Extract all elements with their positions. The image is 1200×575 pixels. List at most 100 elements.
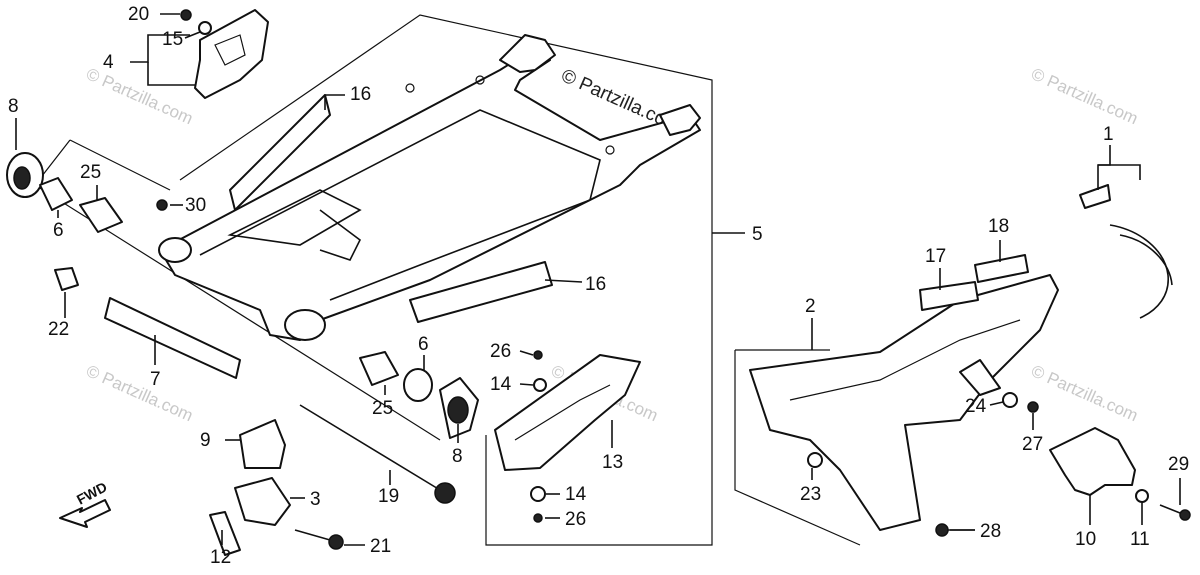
leader-24	[989, 401, 1004, 406]
label-29: 29	[1168, 454, 1189, 475]
part-26-screw-upper	[533, 350, 543, 360]
label-5: 5	[752, 224, 763, 245]
label-15: 15	[162, 29, 183, 50]
part-29-bolt-head	[1179, 509, 1191, 521]
swingarm-axle-end-left	[499, 34, 556, 73]
label-28: 28	[980, 521, 1001, 542]
label-16-lower: 16	[585, 274, 606, 295]
leader-lines	[15, 13, 1181, 546]
label-2: 2	[805, 296, 816, 317]
part-2-detail	[789, 319, 1021, 401]
part-19-pivot-bolt	[299, 404, 441, 491]
label-17: 17	[925, 246, 946, 267]
swingarm-pivot-left	[158, 237, 192, 263]
part-23-grommet	[807, 452, 823, 468]
leader-14-upper	[519, 383, 534, 386]
part-8-seal-left-core	[13, 166, 31, 190]
part-12-pin	[209, 511, 241, 556]
swingarm-hole	[405, 83, 415, 93]
leader-15	[184, 31, 201, 39]
label-26-upper: 26	[490, 341, 511, 362]
label-21: 21	[370, 536, 391, 557]
part-7-pivot-shaft	[104, 297, 241, 379]
part-4-shape	[194, 9, 269, 99]
part-25-bearing-right	[359, 351, 399, 386]
part-13-chain-slider	[494, 354, 641, 471]
part-6-bushing-left	[39, 177, 73, 211]
part-27-bolt	[1027, 401, 1039, 413]
fwd-arrow-icon	[59, 499, 111, 528]
part-30-clip	[156, 199, 168, 211]
part-14-collar-lower	[530, 486, 546, 502]
part-2-shape	[749, 274, 1059, 531]
label-11: 11	[1130, 529, 1150, 550]
swingarm-hole	[475, 75, 485, 85]
label-8-right: 8	[452, 446, 463, 467]
label-30: 30	[185, 195, 206, 216]
part-22-cap	[54, 267, 79, 291]
label-8-left: 8	[8, 96, 19, 117]
label-14-upper: 14	[490, 374, 512, 395]
swingarm-group-outline	[179, 14, 713, 546]
swingarm-bracket	[319, 209, 362, 261]
label-20: 20	[128, 4, 149, 25]
label-19: 19	[378, 486, 399, 507]
chain-case-group-outline	[734, 350, 861, 546]
part-14-collar-upper	[533, 378, 547, 392]
label-23: 23	[800, 484, 821, 505]
part-15-washer	[198, 21, 212, 35]
part-16-sticker-lower	[409, 261, 553, 323]
leader-16-lower	[544, 279, 583, 283]
swingarm	[158, 34, 701, 341]
label-12: 12	[210, 547, 231, 568]
part-1-chain-run	[1109, 224, 1169, 319]
part-1-drive-chain	[1079, 184, 1173, 319]
part-2-chain-case	[749, 274, 1059, 531]
part-21-bolt-head	[328, 534, 344, 550]
part-19-bolt-head	[434, 482, 456, 504]
leader-4-upper	[130, 34, 190, 63]
label-1: 1	[1103, 124, 1114, 145]
part-26-screw-lower	[533, 513, 543, 523]
part-28-bolt-head	[935, 523, 949, 537]
part-10-cover	[1049, 427, 1136, 496]
part-1-master-link	[1079, 184, 1111, 209]
watermark-bottom-right: © Partzilla.com	[1028, 361, 1140, 425]
label-4: 4	[103, 52, 114, 73]
part-3-adjuster-plate	[234, 477, 291, 526]
leader-1	[1097, 145, 1111, 190]
watermark-top-left: © Partzilla.com	[83, 64, 195, 128]
part-13-shape	[494, 354, 641, 471]
part-8-seal-right-core	[447, 396, 469, 424]
label-10: 10	[1075, 529, 1096, 550]
swingarm-pivot-right	[284, 309, 326, 341]
part-17-sticker	[919, 281, 979, 311]
part-6-bushing-right	[403, 368, 433, 402]
part-20-bolt	[180, 9, 192, 21]
part-1-chain-run-inner	[1119, 234, 1173, 286]
label-13: 13	[602, 452, 623, 473]
forward-direction-indicator: FWD	[59, 479, 111, 528]
label-25-left: 25	[80, 162, 101, 183]
part-9-adjuster-block	[239, 419, 286, 469]
label-14-lower: 14	[565, 484, 587, 505]
part-4-chain-guide	[194, 9, 269, 99]
part-18-sticker	[974, 254, 1029, 283]
label-7: 7	[150, 369, 161, 390]
leader-4-lower	[147, 62, 195, 86]
leader-26-upper	[519, 350, 534, 356]
label-27: 27	[1022, 434, 1043, 455]
part-13-detail	[514, 384, 611, 441]
watermark-top-right: © Partzilla.com	[1028, 64, 1140, 128]
swingarm-axle-end-right	[659, 104, 701, 136]
label-22: 22	[48, 319, 69, 340]
pivot-bearings	[6, 152, 479, 439]
leader-1-right	[1098, 164, 1141, 180]
label-18: 18	[988, 216, 1009, 237]
watermark-bottom-left: © Partzilla.com	[83, 361, 195, 425]
part-25-bearing-left	[79, 197, 123, 233]
label-6-right: 6	[418, 334, 429, 355]
label-6-left: 6	[53, 220, 64, 241]
part-11-collar	[1135, 489, 1149, 503]
